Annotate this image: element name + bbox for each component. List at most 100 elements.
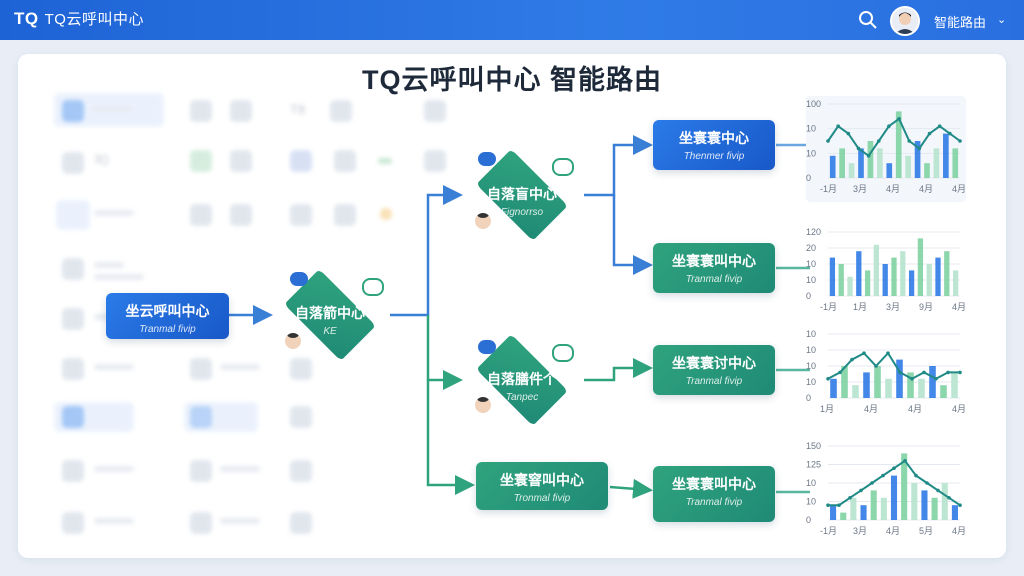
y-tick-label: 10: [806, 275, 816, 285]
source-node[interactable]: 坐云呼叫中心 Tranmal fivip: [106, 293, 229, 339]
chart-bar: [940, 385, 947, 398]
dest-node-3[interactable]: 坐寰寰讨中心 Tranmal fivip: [653, 345, 775, 395]
chart-point: [866, 154, 871, 158]
chart-bar: [908, 270, 915, 296]
chart-point: [826, 377, 830, 381]
chart-point: [937, 124, 942, 128]
chart-bar: [890, 475, 898, 520]
user-avatar[interactable]: [890, 6, 920, 36]
chart-point: [881, 473, 885, 478]
x-tick-label: 1月: [820, 404, 834, 414]
chat-bubble-icon: [362, 278, 384, 296]
brand-logo: TQ: [14, 9, 39, 28]
chart-bar: [896, 359, 903, 398]
chart-bar: [829, 155, 836, 178]
y-tick-label: 150: [806, 441, 821, 451]
chat-bubble-icon: [552, 158, 574, 176]
chart-point: [907, 139, 912, 143]
x-tick-label: 4月: [952, 526, 966, 536]
x-tick-label: 1月: [853, 302, 867, 312]
chart-bar: [921, 490, 928, 520]
page-title: TQ云呼叫中心 智能路由: [362, 65, 662, 95]
chart-bar: [891, 257, 897, 296]
chart-bar: [933, 148, 940, 178]
dest-node-4[interactable]: 坐寰寰叫中心 Tranmal fivip: [653, 466, 775, 522]
chart-bar: [901, 453, 908, 520]
chart-point: [870, 481, 874, 485]
chart-bar: [863, 372, 870, 398]
y-tick-label: 10: [806, 478, 816, 488]
chart-point: [946, 370, 950, 375]
chart-bar: [924, 163, 930, 178]
decision-mid: 自落膳件个 Tanpec: [487, 371, 557, 403]
chart-bar: [914, 141, 921, 178]
chart-point: [826, 503, 830, 507]
chart-point: [876, 139, 881, 143]
chart-point: [838, 370, 842, 375]
chart-bar: [885, 378, 892, 398]
y-tick-label: 0: [806, 393, 811, 403]
x-tick-label: 4月: [886, 526, 900, 536]
chart-bar: [935, 257, 941, 296]
chart-bar: [952, 148, 959, 178]
x-tick-label: 4月: [952, 404, 966, 414]
chart-bar: [905, 155, 911, 178]
chart-bar: [858, 148, 864, 178]
chat-bubble-icon: [478, 152, 496, 166]
y-tick-label: 120: [806, 227, 821, 237]
chevron-down-icon[interactable]: ⌄: [997, 14, 1007, 26]
decision-main: 自落箭中心 KE: [295, 305, 365, 337]
y-tick-label: 10: [806, 148, 816, 158]
chart-point: [934, 377, 938, 381]
y-tick-label: 10: [806, 361, 816, 371]
x-tick-label: 3月: [853, 526, 867, 536]
chart-line: [827, 351, 960, 380]
y-tick-label: 10: [806, 259, 816, 269]
chart-bar: [918, 378, 925, 398]
search-icon[interactable]: [858, 10, 878, 30]
agent-avatar-icon: [474, 396, 492, 414]
chart-bar: [880, 497, 887, 520]
chart-point: [859, 488, 863, 493]
rect-bottom-node[interactable]: 坐寰窨叫中心 Tronmal fivip: [476, 462, 608, 510]
dest-node-1[interactable]: 坐寰寰中心 Thenmer fivip: [653, 120, 775, 170]
chart-point: [903, 459, 907, 463]
chart-point: [947, 496, 951, 500]
x-tick-label: 4月: [864, 404, 878, 414]
chart-point: [836, 124, 840, 128]
chart-point: [948, 131, 952, 136]
chart-bar: [886, 163, 893, 178]
chat-bubble-icon: [478, 340, 496, 354]
chart-point: [898, 370, 902, 375]
y-tick-label: 10: [806, 377, 816, 387]
y-tick-label: 100: [806, 99, 821, 109]
chart-point: [958, 370, 962, 375]
chart-bar: [839, 148, 845, 178]
x-tick-label: 3月: [853, 184, 867, 194]
x-tick-label: 4月: [952, 184, 966, 194]
chart-point: [874, 364, 878, 368]
chart-bar: [895, 111, 902, 178]
y-tick-label: 0: [806, 173, 811, 183]
chart-bar: [852, 385, 859, 398]
chart-line: [827, 117, 961, 158]
source-node-label: 坐云呼叫中心: [125, 303, 210, 319]
user-menu-label[interactable]: 智能路由: [934, 15, 987, 30]
x-tick-label: 4月: [952, 302, 966, 312]
dest-node-2[interactable]: 坐寰寰叫中心 Tranmal fivip: [653, 243, 775, 293]
chart-point: [958, 139, 962, 143]
x-tick-label: 3月: [886, 302, 900, 312]
chat-bubble-icon: [552, 344, 574, 362]
chart-bar: [867, 141, 874, 178]
chart-bar: [944, 251, 950, 296]
y-tick-label: 0: [806, 515, 811, 525]
chart-bar: [931, 497, 938, 520]
chart-bar: [830, 505, 837, 520]
chart-bar: [907, 372, 914, 398]
chart-bar: [860, 505, 867, 520]
